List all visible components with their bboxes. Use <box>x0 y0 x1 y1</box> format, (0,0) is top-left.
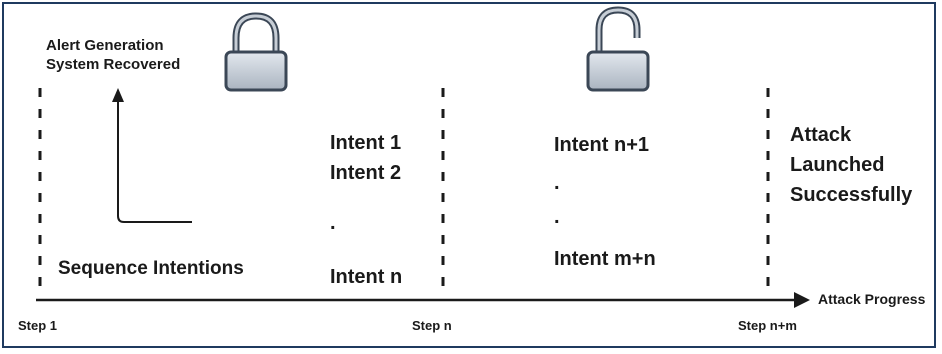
alert-recovered-note: Alert Generation System Recovered <box>46 36 180 74</box>
recovery-arrowhead-icon <box>112 88 124 102</box>
step-label-1: Step 1 <box>18 318 58 333</box>
intent-last-item: Intent n <box>330 266 403 288</box>
intent-last-item: Intent m+n <box>554 248 656 270</box>
intent-item: Intent 2 <box>330 162 402 184</box>
intent-group-one: Intent 1 Intent 2 <box>330 128 401 188</box>
axis-arrowhead-icon <box>794 292 810 308</box>
alert-note-line-2: System Recovered <box>46 56 181 73</box>
step-label-n-m: Step n+m <box>738 318 797 333</box>
unlocked-padlock-icon <box>586 6 650 92</box>
locked-padlock-icon <box>224 12 288 92</box>
intent-item: Intent 1 <box>330 132 402 154</box>
attack-outcome-label: Attack Launched Successfully <box>790 120 912 210</box>
outcome-line: Attack <box>790 124 852 146</box>
diagram-frame <box>2 2 936 348</box>
intent-dot: . <box>554 172 560 194</box>
outcome-line: Launched <box>790 154 885 176</box>
recovery-arrow <box>117 100 192 223</box>
intent-first-item: Intent n+1 <box>554 134 650 156</box>
alert-note-line-1: Alert Generation <box>46 37 164 54</box>
outcome-line: Successfully <box>790 184 913 206</box>
intent-dot: . <box>554 206 560 228</box>
axis-label: Attack Progress <box>818 291 926 307</box>
intent-ellipsis: . <box>330 212 336 234</box>
step-label-n: Step n <box>412 318 452 333</box>
sequence-intentions-label: Sequence Intentions <box>58 258 244 279</box>
